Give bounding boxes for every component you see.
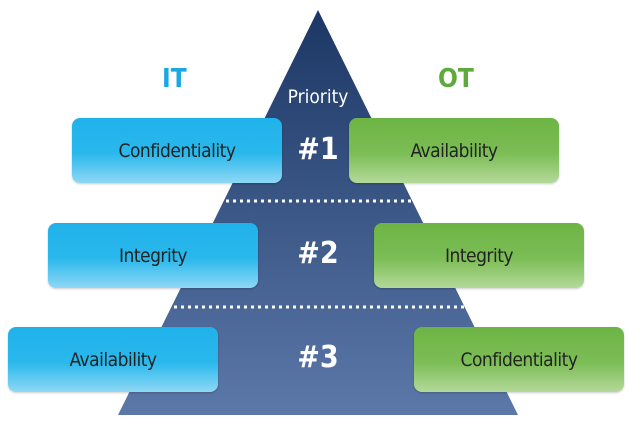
it-header: IT (162, 64, 187, 94)
pyramid-shape (118, 10, 518, 415)
ot-priority-2: Integrity (374, 223, 584, 288)
rank-1: #1 (297, 132, 339, 167)
rank-2: #2 (297, 236, 339, 271)
it-priority-1: Confidentiality (72, 118, 282, 183)
priority-title: Priority (287, 86, 349, 108)
it-priority-2: Integrity (48, 223, 258, 288)
ot-header: OT (438, 64, 474, 94)
ot-priority-3: Confidentiality (414, 327, 624, 392)
rank-3: #3 (297, 340, 339, 375)
ot-priority-1: Availability (349, 118, 559, 183)
it-priority-3: Availability (8, 327, 218, 392)
